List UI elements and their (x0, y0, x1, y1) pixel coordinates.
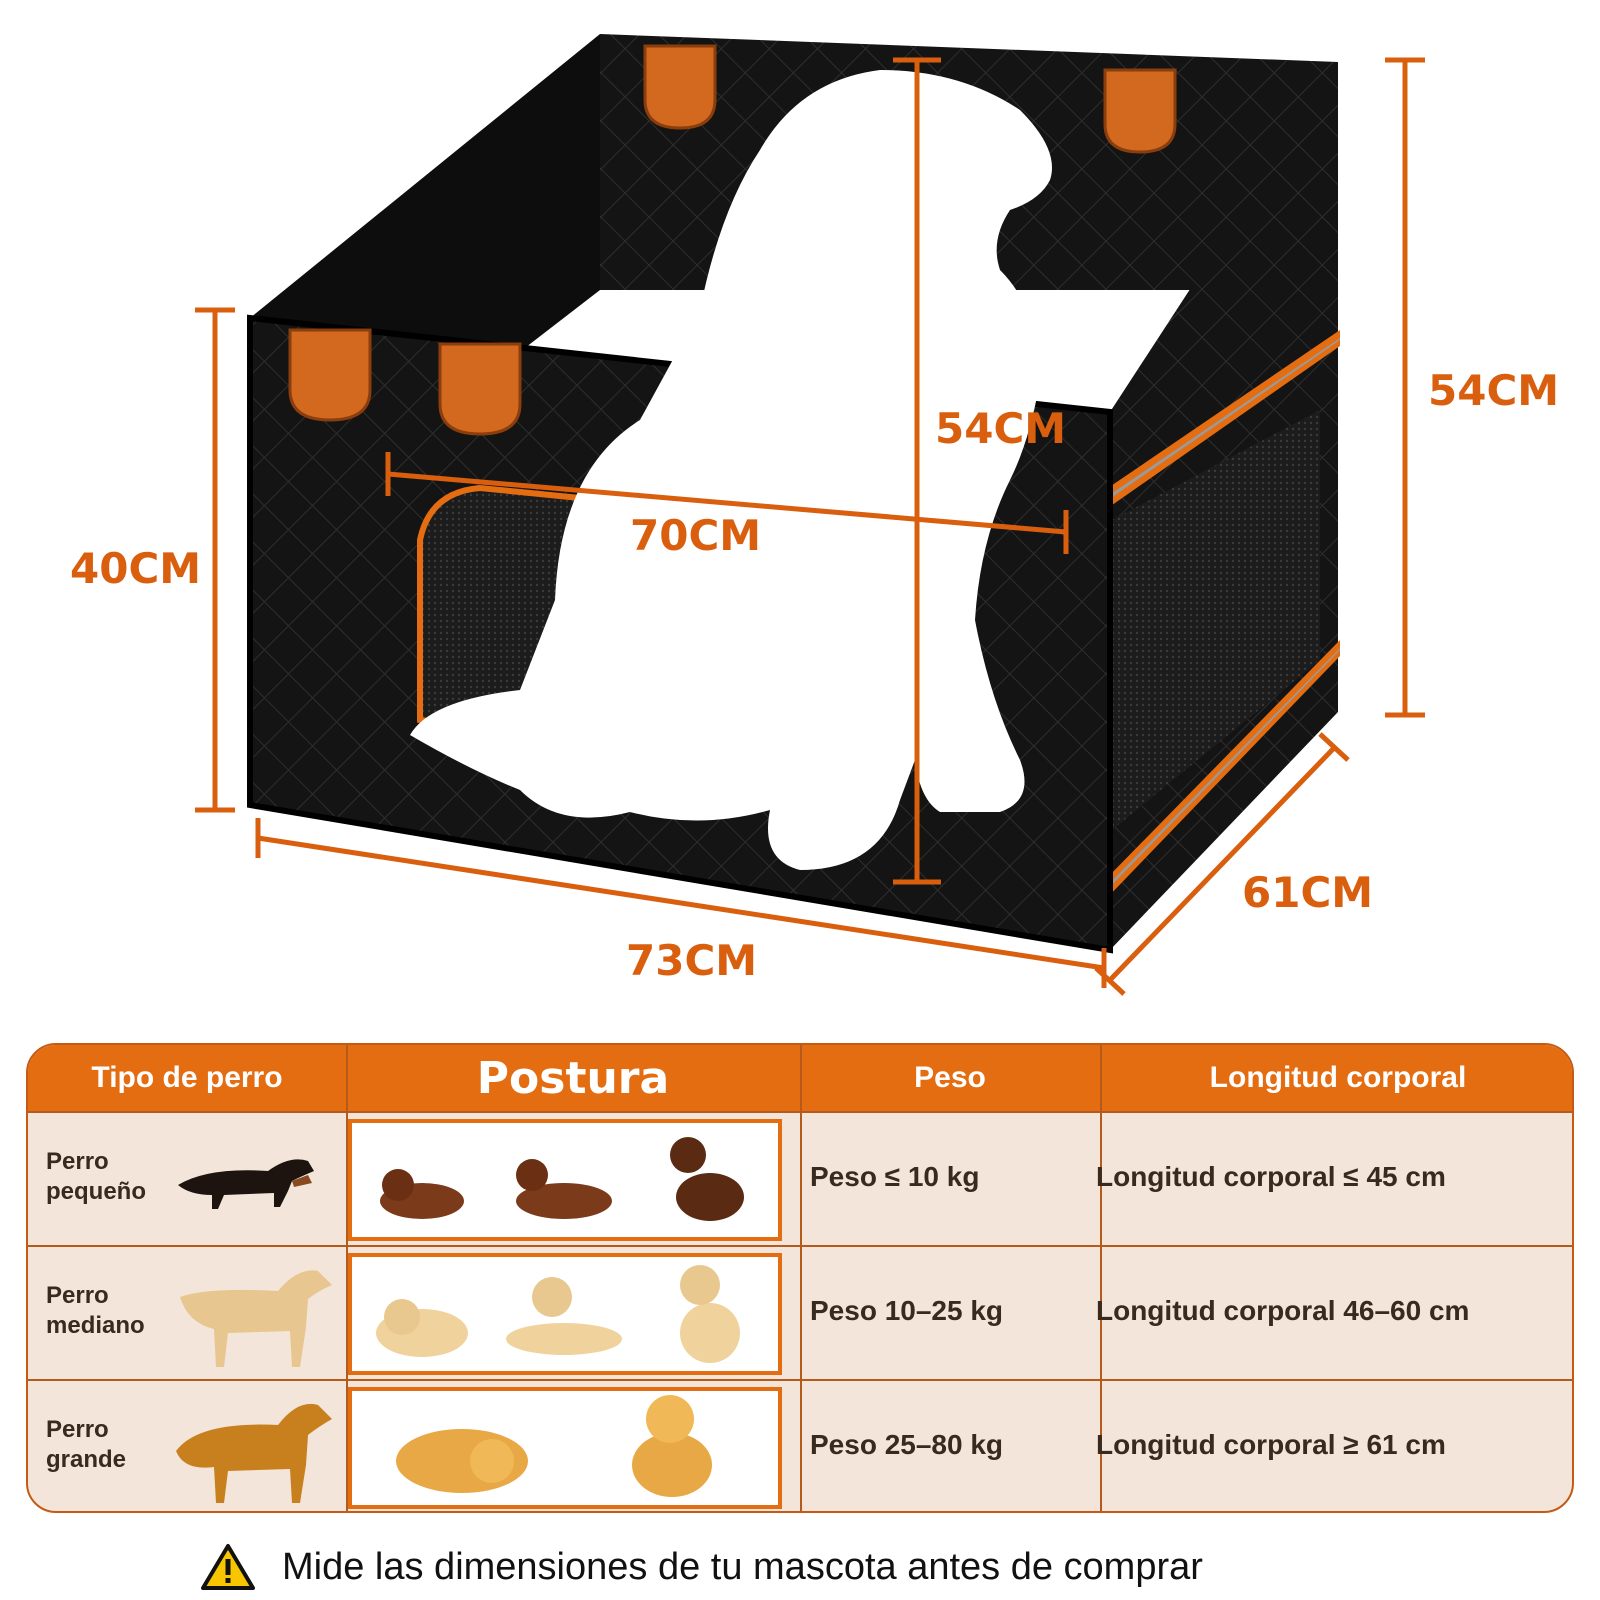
posture-images (348, 1387, 782, 1509)
dimension-front-height: 40CM (70, 544, 202, 593)
measurement-warning: Mide las dimensiones de tu mascota antes… (200, 1542, 1500, 1592)
dog-type-line: mediano (46, 1312, 145, 1339)
row-divider (28, 1111, 1572, 1113)
warning-message: Mide las dimensiones de tu mascota antes… (282, 1545, 1203, 1588)
car-seat-carrier-illustration (195, 34, 1425, 996)
dog-type-label: Perro mediano (46, 1281, 145, 1341)
dog-silhouette (410, 70, 1052, 870)
warning-icon (201, 1544, 255, 1590)
dachshund-image (178, 1159, 314, 1209)
leather-tabs (288, 44, 1177, 436)
header-posture: Postura (346, 1045, 800, 1111)
weight-value: Peso 25–80 kg (810, 1429, 1004, 1460)
dog-type-label: Perro pequeño (46, 1147, 146, 1207)
posture-images (348, 1119, 782, 1241)
row-divider (28, 1245, 1572, 1247)
dog-type-line: Perro (46, 1148, 109, 1175)
body-length-value: Longitud corporal ≥ 61 cm (1096, 1429, 1446, 1460)
dimension-inner-width: 70CM (630, 511, 762, 560)
column-divider (1100, 1045, 1102, 1511)
labrador-image (180, 1270, 332, 1367)
body-length-value: Longitud corporal ≤ 45 cm (1096, 1161, 1446, 1192)
body-length-value: Longitud corporal 46–60 cm (1096, 1295, 1470, 1326)
dimension-back-height: 54CM (1428, 366, 1560, 415)
side-mesh-window (1112, 410, 1320, 830)
row-divider (28, 1379, 1572, 1381)
dog-type-line: pequeño (46, 1178, 146, 1205)
weight-value: Peso ≤ 10 kg (810, 1161, 980, 1192)
dog-type-line: Perro (46, 1282, 109, 1309)
large-dog-postures (396, 1395, 712, 1497)
header-weight: Peso (800, 1045, 1100, 1111)
dog-type-line: grande (46, 1446, 127, 1473)
golden-retriever-image (176, 1403, 332, 1503)
dog-type-label: Perro grande (46, 1415, 126, 1475)
dimension-dog-height: 54CM (935, 404, 1067, 453)
weight-value: Peso 10–25 kg (810, 1295, 1004, 1326)
dimension-depth: 61CM (1242, 868, 1374, 917)
product-hero: 40CM 54CM 54CM 70CM 73CM 61CM (70, 34, 1560, 996)
posture-images (348, 1253, 782, 1375)
column-divider (800, 1045, 802, 1511)
column-divider (346, 1045, 348, 1511)
small-dog-postures (380, 1137, 744, 1221)
dog-type-line: Perro (46, 1416, 109, 1443)
header-dog-type: Tipo de perro (28, 1045, 346, 1111)
dimension-lines (195, 57, 1425, 996)
dimension-outer-width: 73CM (626, 936, 758, 985)
dog-size-table: Tipo de perro Postura Peso Longitud corp… (26, 1043, 1574, 1513)
header-body-length: Longitud corporal (1100, 1045, 1572, 1111)
medium-dog-postures (376, 1265, 740, 1363)
